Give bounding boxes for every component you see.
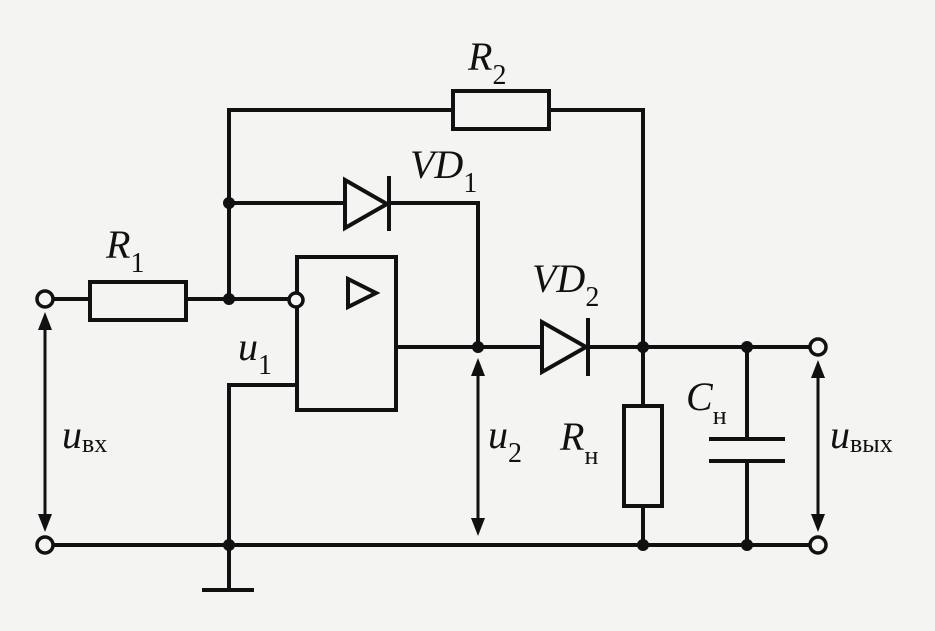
opamp-inverting-input-bubble: [287, 291, 305, 309]
resistor-rload: [622, 404, 664, 508]
label-u1: u1: [238, 324, 272, 381]
junctions: [223, 197, 753, 551]
terminal-input-bottom: [35, 535, 55, 555]
resistor-r1: [88, 280, 188, 322]
wires: [50, 108, 816, 592]
junction-dot: [223, 197, 235, 209]
label-r2: R2: [467, 34, 506, 91]
label-rload: Rн: [559, 414, 598, 470]
diode-vd1: [343, 176, 392, 232]
label-r1: R1: [105, 222, 144, 279]
terminal-input-top: [35, 289, 55, 309]
opamp: [287, 255, 398, 412]
voltage-arrows: [38, 312, 825, 536]
junction-dot: [637, 539, 649, 551]
terminal-output-top: [808, 337, 828, 357]
junction-dot: [741, 341, 753, 353]
diode-vd2: [540, 318, 591, 376]
label-uout: uвых: [830, 412, 893, 458]
terminal-output-bottom: [808, 535, 828, 555]
terminals: [35, 289, 828, 555]
junction-dot: [223, 293, 235, 305]
junction-dot: [741, 539, 753, 551]
label-cload: Cн: [686, 374, 727, 430]
junction-dot: [223, 539, 235, 551]
capacitor-cload: [709, 437, 785, 463]
resistor-r2: [451, 89, 551, 131]
junction-dot: [637, 341, 649, 353]
label-uin: uвх: [62, 412, 107, 458]
label-u2: u2: [488, 412, 522, 469]
junction-dot: [472, 341, 484, 353]
label-vd2: VD2: [532, 256, 599, 313]
label-vd1: VD1: [410, 142, 477, 199]
